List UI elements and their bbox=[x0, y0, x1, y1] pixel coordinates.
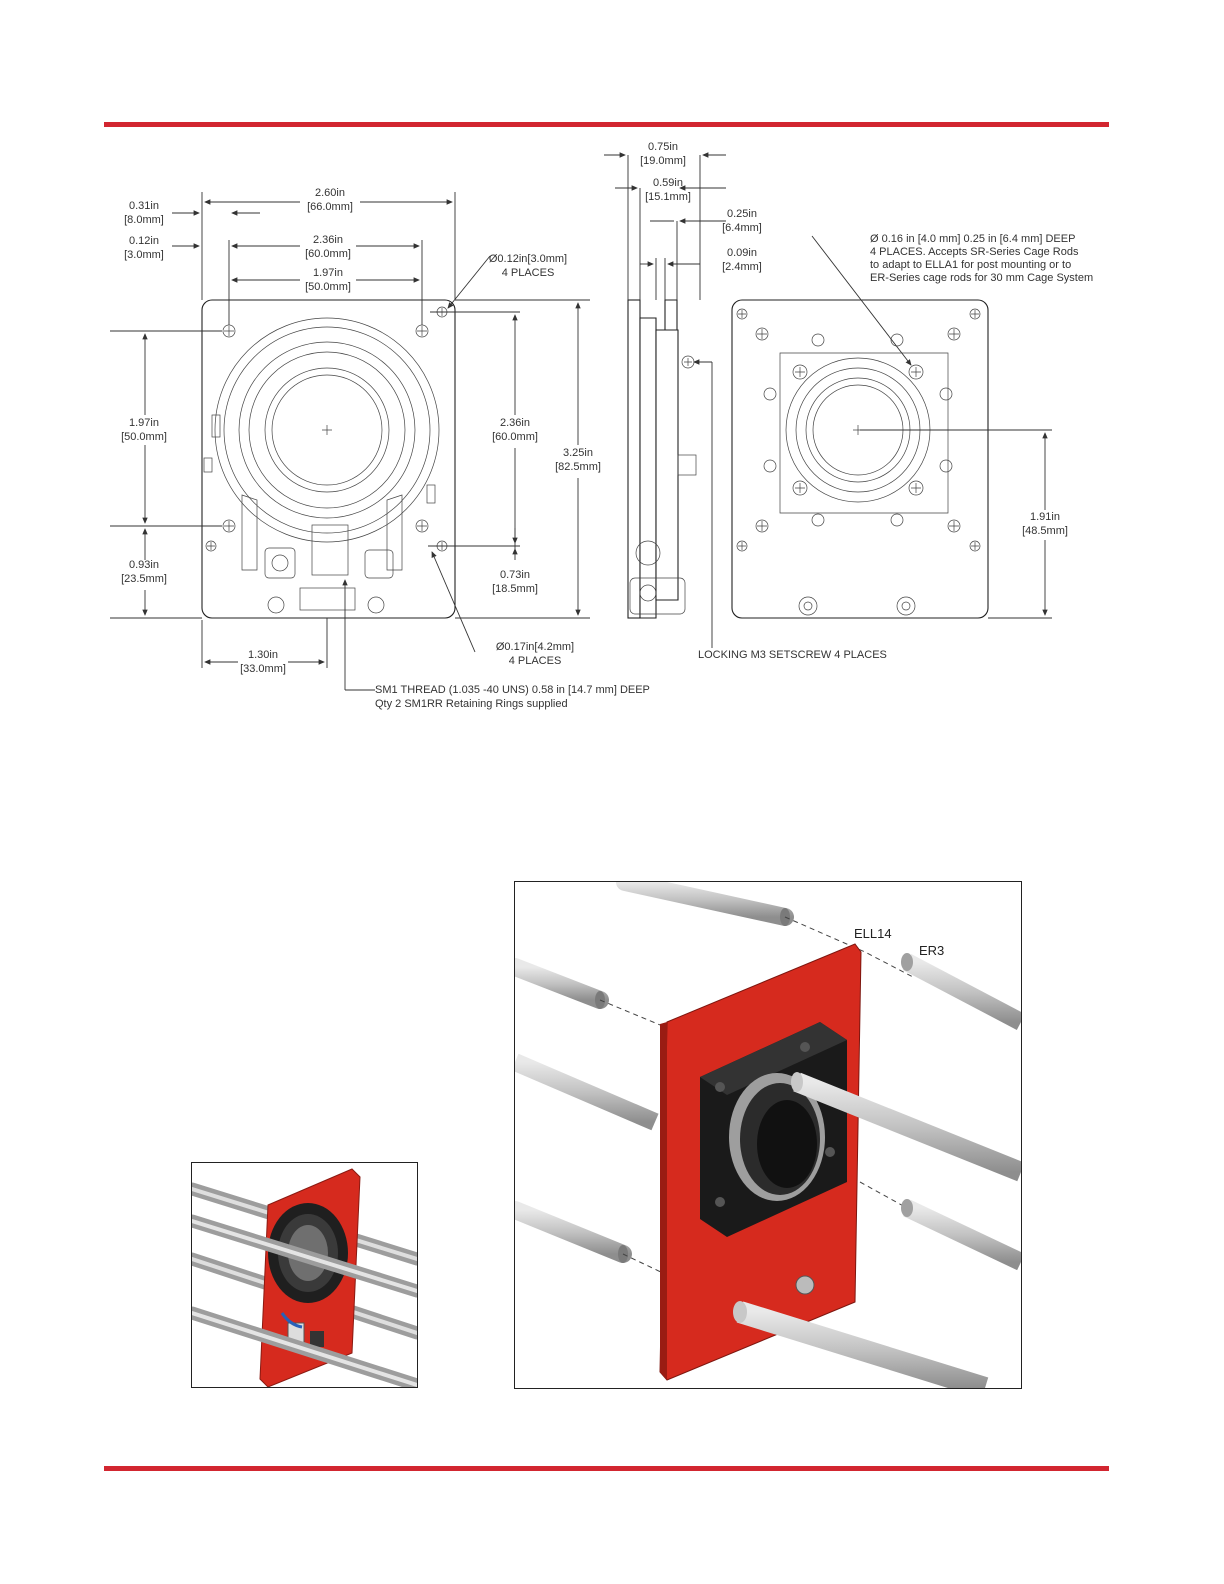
dim-side-board: 0.25in bbox=[727, 208, 757, 220]
dim-side-body: 0.59in bbox=[653, 177, 683, 189]
cage-note-line3: to adapt to ELLA1 for post mounting or t… bbox=[870, 259, 1071, 271]
side-board bbox=[627, 299, 641, 619]
footer-rule bbox=[104, 1466, 1109, 1471]
dim-side-body-mm: [15.1mm] bbox=[645, 191, 691, 203]
dim-total-height-mm: [82.5mm] bbox=[555, 461, 601, 473]
dim-corner-hole: Ø0.12in[3.0mm] bbox=[489, 253, 567, 265]
side-view: 0.75in [19.0mm] 0.59in [15.1mm] 0.25in [… bbox=[604, 141, 887, 661]
technical-drawing: 2.60in [66.0mm] 2.36in [60.0mm] 1.97in [… bbox=[110, 141, 1093, 710]
dim-edge-2: 0.12in bbox=[129, 235, 159, 247]
dim-left-height-mm: [50.0mm] bbox=[121, 431, 167, 443]
dim-side-plate-mm: [2.4mm] bbox=[722, 261, 762, 273]
label-ell14: ELL14 bbox=[854, 926, 892, 941]
thread-note-line2: Qty 2 SM1RR Retaining Rings supplied bbox=[375, 698, 568, 710]
dim-holes-inner-mm: [50.0mm] bbox=[305, 281, 351, 293]
dim-corner-hole-qty: 4 PLACES bbox=[502, 267, 555, 279]
photo-small-assembly bbox=[191, 1162, 418, 1388]
dim-width-total-mm: [66.0mm] bbox=[307, 201, 353, 213]
header-rule bbox=[104, 122, 1109, 127]
dim-right-height: 2.36in bbox=[500, 417, 530, 429]
dim-edge-1-mm: [8.0mm] bbox=[124, 214, 164, 226]
photo-large-exploded: ELL14 ER3 bbox=[514, 881, 1022, 1389]
small-assembly-render bbox=[192, 1168, 417, 1387]
cage-note-line4: ER-Series cage rods for 30 mm Cage Syste… bbox=[870, 272, 1093, 284]
front-electronics bbox=[203, 414, 436, 614]
dim-holes-outer: 2.36in bbox=[313, 234, 343, 246]
dim-right-bottom: 0.73in bbox=[500, 569, 530, 581]
label-er3: ER3 bbox=[919, 943, 944, 958]
cage-note-line1: Ø 0.16 in [4.0 mm] 0.25 in [6.4 mm] DEEP bbox=[870, 233, 1075, 245]
dim-lower-hole: Ø0.17in[4.2mm] bbox=[496, 641, 574, 653]
black-rotation-mount bbox=[700, 1022, 847, 1237]
back-board-outline bbox=[731, 299, 989, 619]
back-cage-holes bbox=[736, 308, 981, 552]
dim-left-height: 1.97in bbox=[129, 417, 159, 429]
dim-side-total: 0.75in bbox=[648, 141, 678, 153]
cage-note-line2: 4 PLACES. Accepts SR-Series Cage Rods bbox=[870, 246, 1079, 258]
dim-left-bottom: 0.93in bbox=[129, 559, 159, 571]
dim-edge-2-mm: [3.0mm] bbox=[124, 249, 164, 261]
dim-side-board-mm: [6.4mm] bbox=[722, 222, 762, 234]
dim-edge-1: 0.31in bbox=[129, 200, 159, 212]
rear-rods bbox=[515, 882, 794, 1263]
dim-center-width: 1.30in bbox=[248, 649, 278, 661]
front-view: 2.60in [66.0mm] 2.36in [60.0mm] 1.97in [… bbox=[110, 187, 650, 710]
dim-holes-inner: 1.97in bbox=[313, 267, 343, 279]
dim-left-bottom-mm: [23.5mm] bbox=[121, 573, 167, 585]
dim-back-center-mm: [48.5mm] bbox=[1022, 525, 1068, 537]
dim-holes-outer-mm: [60.0mm] bbox=[305, 248, 351, 260]
thread-note-line1: SM1 THREAD (1.035 -40 UNS) 0.58 in [14.7… bbox=[375, 684, 650, 696]
front-board-outline bbox=[201, 299, 456, 619]
dim-width-total: 2.60in bbox=[315, 187, 345, 199]
front-rods bbox=[733, 953, 1021, 1388]
back-view: Ø 0.16 in [4.0 mm] 0.25 in [6.4 mm] DEEP… bbox=[731, 233, 1093, 619]
front-rotary-ring bbox=[214, 317, 440, 543]
dim-right-height-mm: [60.0mm] bbox=[492, 431, 538, 443]
front-dimensions bbox=[110, 192, 590, 691]
exploded-assembly-render: ELL14 ER3 bbox=[515, 882, 1021, 1388]
dim-total-height: 3.25in bbox=[563, 447, 593, 459]
dim-side-total-mm: [19.0mm] bbox=[640, 155, 686, 167]
dim-side-plate: 0.09in bbox=[727, 247, 757, 259]
dim-right-bottom-mm: [18.5mm] bbox=[492, 583, 538, 595]
dim-center-width-mm: [33.0mm] bbox=[240, 663, 286, 675]
dim-back-center: 1.91in bbox=[1030, 511, 1060, 523]
setscrew-note: LOCKING M3 SETSCREW 4 PLACES bbox=[698, 649, 887, 661]
dim-lower-hole-qty: 4 PLACES bbox=[509, 655, 562, 667]
